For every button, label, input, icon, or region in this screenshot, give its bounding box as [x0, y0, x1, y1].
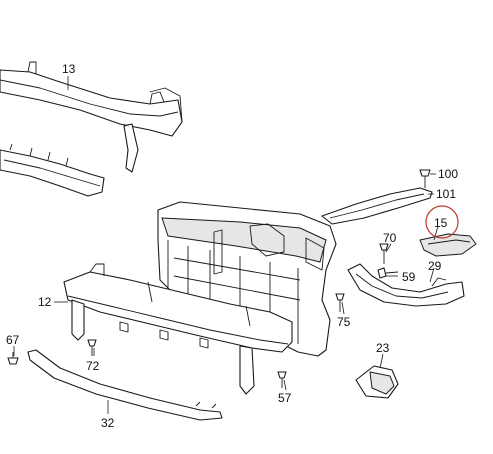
- callout-72: 72: [86, 359, 100, 373]
- callout-12: 12: [38, 295, 52, 309]
- part-59-bolt: [377, 267, 399, 279]
- callout-32: 32: [101, 416, 115, 430]
- part-23-cover: [355, 365, 399, 399]
- part-101-upper-bracket: [321, 187, 433, 225]
- highlight-ring: [425, 205, 459, 239]
- part-70-bolt: [379, 243, 389, 264]
- callout-29: 29: [428, 259, 442, 273]
- radiator-support-carrier: [157, 201, 337, 357]
- leader-lines: [13, 76, 439, 414]
- callout-101: 101: [436, 187, 456, 201]
- callout-100: 100: [438, 167, 458, 181]
- part-12-lower-reinforcement: [63, 263, 293, 395]
- callout-75: 75: [337, 315, 351, 329]
- part-29-guide-bracket: [347, 263, 465, 307]
- part-100-bolt: [419, 169, 431, 188]
- callout-59: 59: [402, 270, 416, 284]
- part-75-bolt: [335, 293, 345, 312]
- callout-70: 70: [383, 231, 397, 245]
- callout-57: 57: [278, 391, 292, 405]
- part-67-bolt: [7, 352, 19, 365]
- callout-67: 67: [6, 333, 20, 347]
- part-72-bolt: [87, 339, 97, 356]
- callout-13: 13: [62, 62, 76, 76]
- callout-23: 23: [376, 341, 390, 355]
- callout-labels: 13 100 101 15 70 59 29 12 75 67 72 23 57…: [6, 62, 458, 430]
- upper-guide-bracket: [0, 143, 105, 197]
- callout-15: 15: [434, 216, 448, 230]
- part-32-trim-strip: [27, 349, 223, 421]
- part-57-bolt: [277, 371, 287, 388]
